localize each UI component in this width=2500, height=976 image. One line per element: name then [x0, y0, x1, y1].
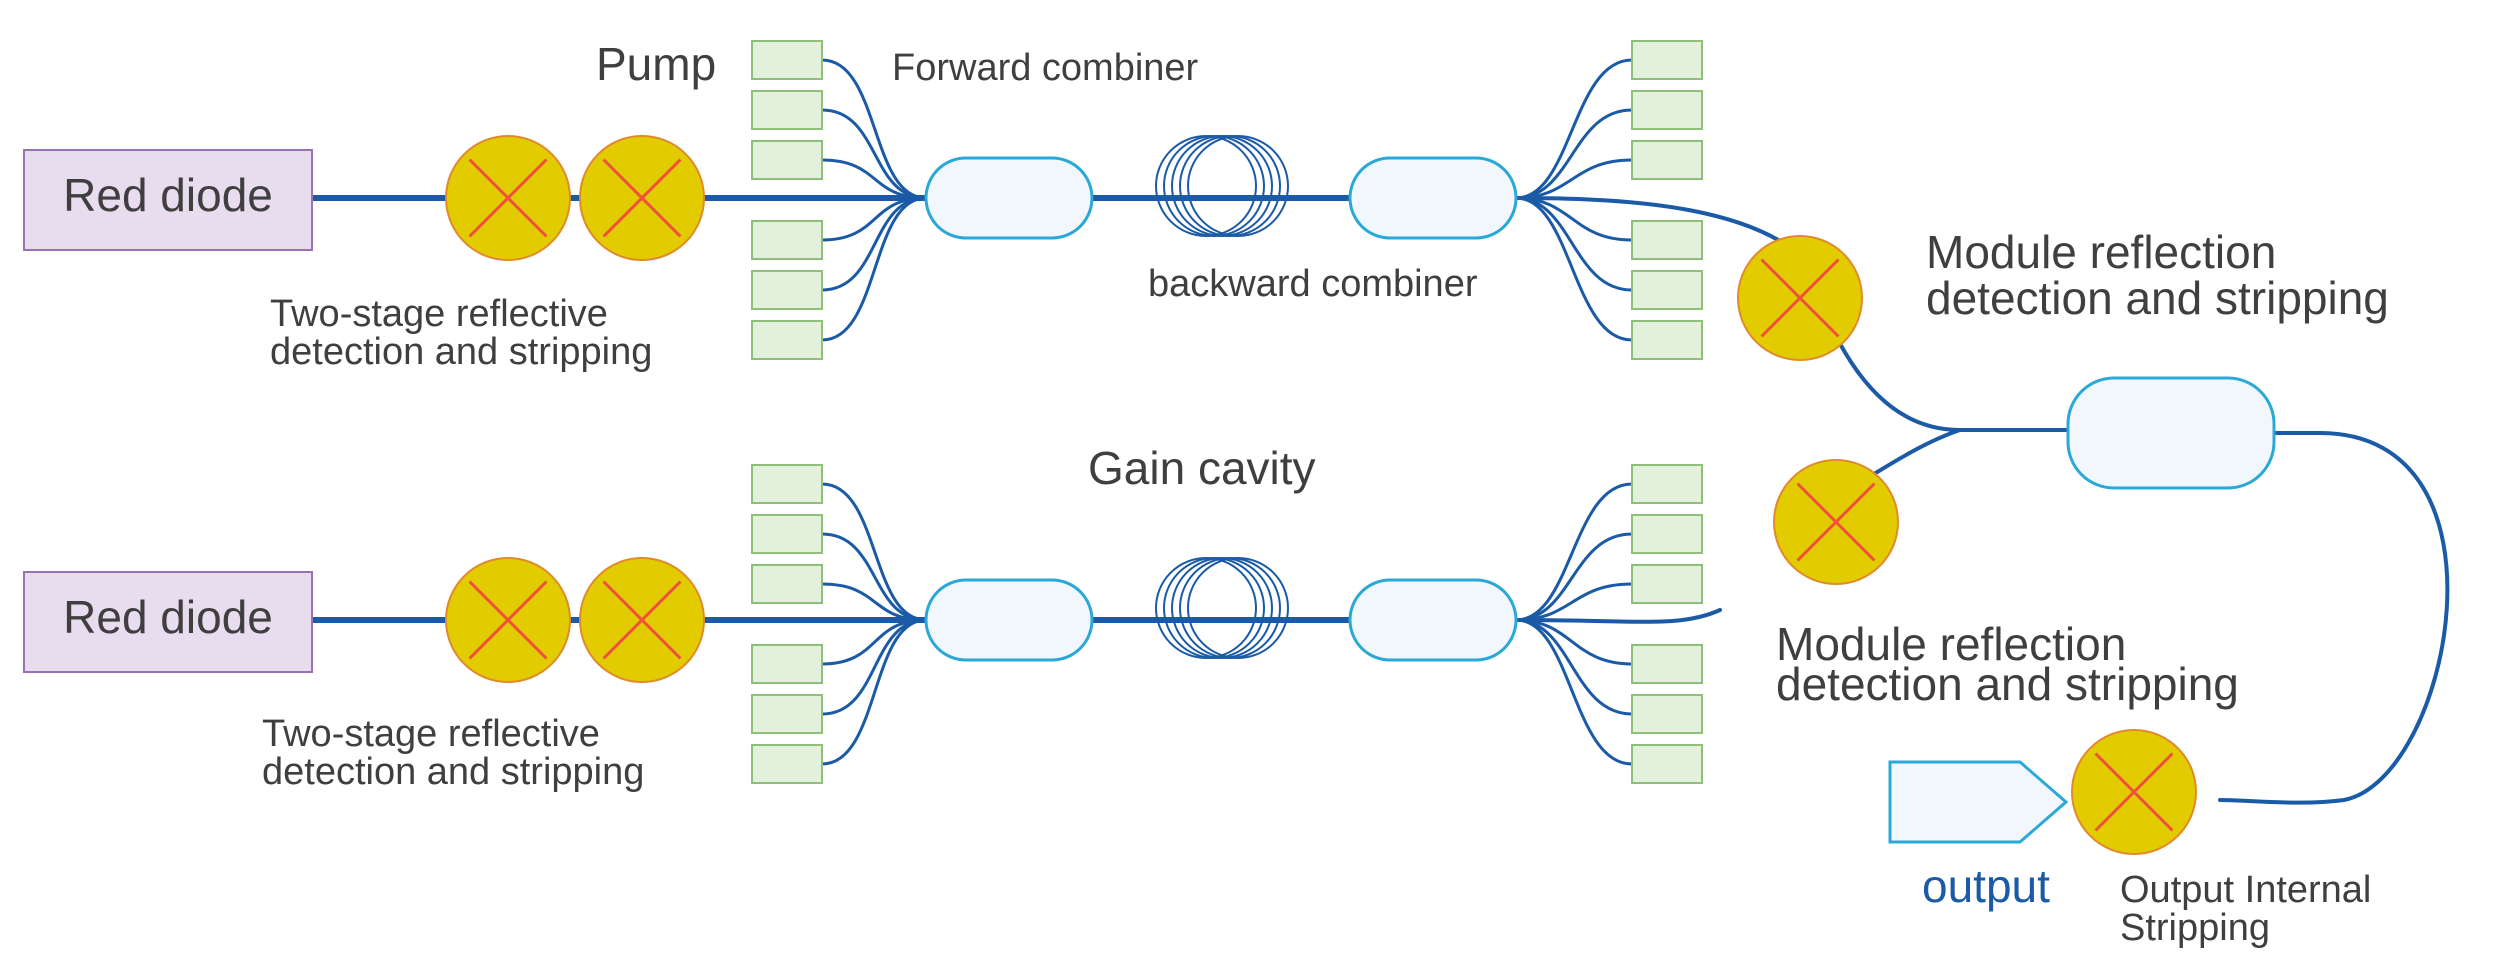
pump-fiber-right-top-6	[1514, 196, 1634, 342]
pump-right-bottom-6	[1631, 744, 1703, 784]
pump-left-top-1	[751, 40, 823, 80]
two-stage-bottom-line2: detection and stripping	[262, 751, 644, 793]
stripper-bottom-2	[579, 557, 705, 683]
pump-right-bottom-2	[1631, 514, 1703, 554]
red-diode-bottom-label: Red diode	[63, 591, 273, 643]
output-internal-line2: Stripping	[2120, 907, 2270, 949]
fiber-output-loop	[2218, 431, 2450, 805]
pump-left-bottom-4	[751, 644, 823, 684]
pump-label: Pump	[596, 38, 716, 90]
stripper-top-1	[445, 135, 571, 261]
pump-left-bottom-1	[751, 464, 823, 504]
output-label: output	[1922, 860, 2050, 912]
red-diode-top: Red diode	[23, 149, 313, 251]
forward-combiner-label: Forward combiner	[892, 47, 1199, 89]
coil-loop-top-5	[1187, 135, 1289, 237]
pump-fiber-left-bottom-5	[820, 618, 928, 716]
pump-right-top-2	[1631, 90, 1703, 130]
stripper-top-2	[579, 135, 705, 261]
backward-combiner-bottom	[1348, 578, 1518, 662]
pump-left-top-2	[751, 90, 823, 130]
pump-fiber-right-top-1	[1514, 58, 1634, 200]
pump-right-top-5	[1631, 270, 1703, 310]
module-top-line2: detection and stripping	[1926, 272, 2389, 324]
pump-left-bottom-2	[751, 514, 823, 554]
pump-fiber-left-bottom-1	[820, 482, 928, 622]
pump-fiber-left-bottom-6	[820, 618, 928, 766]
stripper-bottom-1	[445, 557, 571, 683]
pump-left-bottom-6	[751, 744, 823, 784]
pump-left-top-4	[751, 220, 823, 260]
stripper-bottom-1-cross-b	[468, 580, 548, 660]
gain-cavity-label: Gain cavity	[1088, 442, 1316, 494]
pump-left-bottom-3	[751, 564, 823, 604]
pump-fiber-left-top-6	[820, 196, 928, 342]
stripper-top-1-cross-b	[468, 158, 548, 238]
pump-right-bottom-1	[1631, 464, 1703, 504]
pump-right-bottom-4	[1631, 644, 1703, 684]
stripper-top-2-cross-b	[602, 158, 682, 238]
pump-modules	[751, 40, 1703, 784]
pump-fiber-left-bottom-4	[820, 618, 928, 666]
stripper-module-bottom	[1773, 459, 1899, 585]
pump-fiber-left-top-1	[820, 58, 928, 200]
pump-fiber-right-bottom-1	[1514, 482, 1634, 622]
pump-fiber-left-top-2	[820, 108, 928, 200]
forward-combiner-bottom	[924, 578, 1094, 662]
pump-right-top-6	[1631, 320, 1703, 360]
stripper-module-top	[1737, 235, 1863, 361]
stripper-units	[445, 135, 2197, 855]
pump-right-top-1	[1631, 40, 1703, 80]
fiber-coils	[1155, 135, 1289, 659]
pump-fiber-right-bottom-5	[1514, 618, 1634, 716]
pump-left-top-5	[751, 270, 823, 310]
pump-left-bottom-5	[751, 694, 823, 734]
red-diode-bottom: Red diode	[23, 571, 313, 673]
two-stage-bottom-line1: Two-stage reflective	[262, 713, 600, 755]
pump-right-top-4	[1631, 220, 1703, 260]
stripper-output	[2071, 729, 2197, 855]
fiber-bottom-to-module	[1514, 608, 1722, 624]
beam-combiner	[2066, 376, 2276, 490]
stripper-bottom-2-cross-b	[602, 580, 682, 660]
two-stage-top-line1: Two-stage reflective	[270, 293, 608, 335]
backward-combiner-top	[1348, 156, 1518, 240]
two-stage-top-line2: detection and stripping	[270, 331, 652, 373]
pump-right-bottom-3	[1631, 564, 1703, 604]
module-bottom-line2: detection and stripping	[1776, 658, 2239, 710]
stripper-output-cross-b	[2094, 752, 2174, 832]
fiber-bottom-to-merge	[1872, 428, 1962, 476]
module-bottom-line1: Module reflection	[1776, 618, 2126, 670]
pump-fiber-left-top-4	[820, 196, 928, 242]
pump-fiber-left-top-3	[820, 158, 928, 200]
coil-loop-bottom-5	[1187, 557, 1289, 659]
pump-fiber-left-bottom-2	[820, 532, 928, 622]
module-top-line1: Module reflection	[1926, 226, 2276, 278]
pump-fiber-right-bottom-6	[1514, 618, 1634, 766]
pump-fiber-right-top-2	[1514, 108, 1634, 200]
forward-combiner-top	[924, 156, 1094, 240]
pump-left-top-3	[751, 140, 823, 180]
output-connector	[1888, 760, 2069, 844]
output-internal-line1: Output Internal	[2120, 869, 2371, 911]
red-diode-top-label: Red diode	[63, 169, 273, 221]
pump-fiber-right-bottom-2	[1514, 532, 1634, 622]
stripper-module-bottom-cross-b	[1796, 482, 1876, 562]
pump-right-bottom-5	[1631, 694, 1703, 734]
stripper-module-top-cross-b	[1760, 258, 1840, 338]
pump-fiber-left-bottom-3	[820, 582, 928, 622]
backward-combiner-label: backward combiner	[1148, 263, 1478, 305]
pump-fiber-left-top-5	[820, 196, 928, 292]
fiber-top-to-merge	[1836, 338, 1962, 432]
pump-fiber-right-top-5	[1514, 196, 1634, 292]
pump-right-top-3	[1631, 140, 1703, 180]
pump-left-top-6	[751, 320, 823, 360]
